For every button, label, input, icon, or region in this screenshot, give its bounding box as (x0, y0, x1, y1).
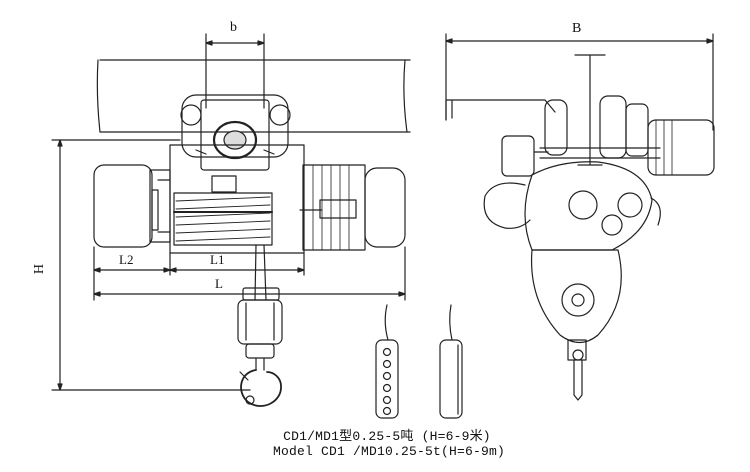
caption-model-en: Model CD1 /MD10.25-5t(H=6-9m) (272, 444, 506, 459)
label-L2: L2 (119, 252, 133, 267)
side-hook-body (530, 249, 622, 401)
caption-model-cn: CD1/MD1型0.25-5吨 (H=6-9米) (283, 429, 491, 444)
trolley-arm (445, 99, 556, 121)
side-rail (574, 54, 606, 166)
travel-motor (647, 119, 715, 176)
left-motor (93, 164, 171, 248)
rope-drum (173, 192, 273, 246)
label-b: b (230, 20, 237, 35)
label-L: L (215, 276, 223, 291)
dimension-h (51, 139, 251, 391)
side-brake (501, 135, 549, 177)
hoist-top-box (211, 175, 237, 193)
dimension-b (205, 33, 265, 109)
hoist-frame (169, 144, 305, 254)
side-view (445, 33, 715, 401)
i-beam (96, 59, 411, 133)
pendant-control-side (439, 304, 463, 419)
front-view (51, 33, 463, 419)
hoist-rope (254, 244, 267, 301)
trolley-wheels (539, 95, 661, 159)
hook-block (237, 287, 283, 407)
dimension-l (93, 246, 406, 301)
pendant-control-front (375, 304, 399, 419)
right-motor (299, 164, 406, 251)
label-H: H (30, 264, 45, 274)
label-L1: L1 (210, 252, 224, 267)
label-B: B (572, 21, 581, 36)
hoist-housing (483, 161, 661, 251)
dimension-B (445, 33, 714, 131)
